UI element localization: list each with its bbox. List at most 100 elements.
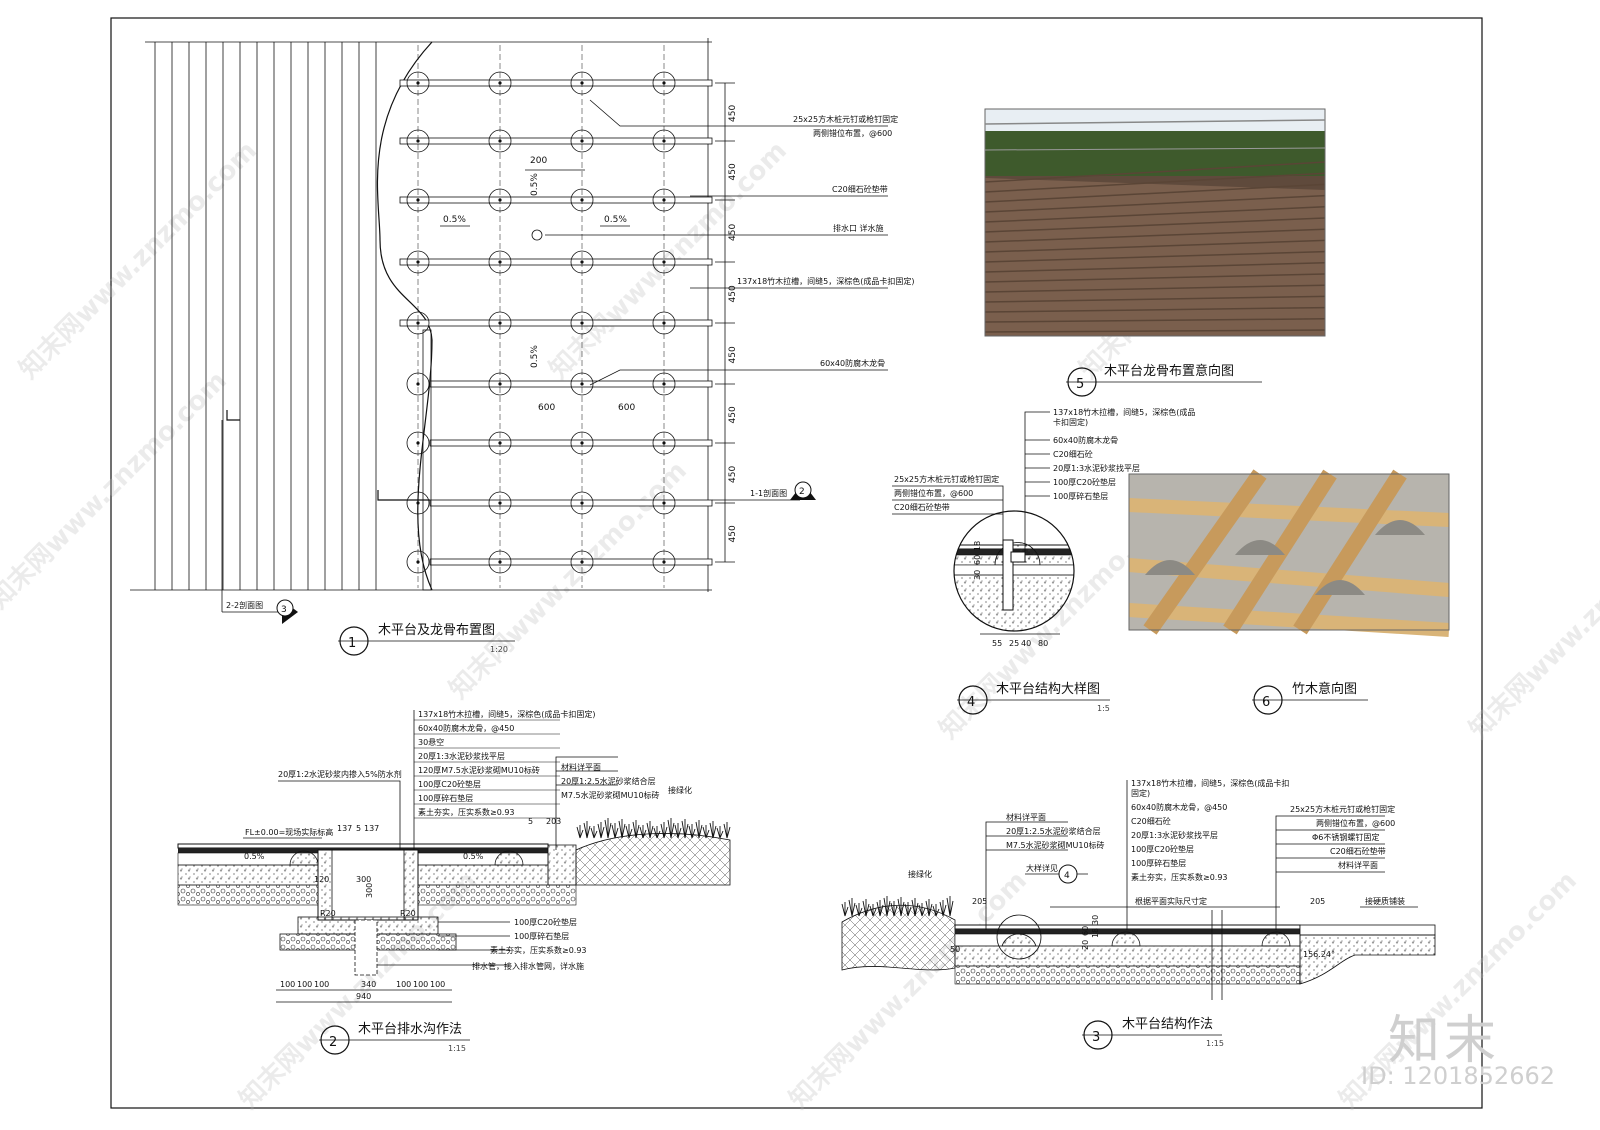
detail2-note: 排水管，接入排水管网，详水施 bbox=[472, 961, 584, 971]
detail2-dim: 100 bbox=[396, 980, 411, 989]
detail-structure-3: 137x18竹木拉槽，间缝5，深棕色(成品卡扣 固定) 60x40防腐木龙骨，@… bbox=[841, 778, 1436, 1050]
drawing-number: 1 bbox=[348, 636, 356, 651]
slope-label: 0.5% bbox=[463, 852, 484, 861]
photo-deck-intent: 5 木平台龙骨布置意向图 bbox=[984, 108, 1326, 397]
detail3-note: 两侧错位布置，@600 bbox=[1316, 818, 1395, 828]
brand-watermark: 知末 bbox=[1387, 1011, 1500, 1071]
detail3-dim: 205 bbox=[1310, 897, 1325, 906]
grass-symbol bbox=[841, 896, 954, 917]
detail2-dim: 340 bbox=[361, 980, 376, 989]
detail2-dim: 100 bbox=[314, 980, 329, 989]
detail2-dim: 5 bbox=[356, 824, 361, 833]
detail-drain-2: 137x18竹木拉槽，间缝5，深棕色(成品卡扣固定) 60x40防腐木龙骨，@4… bbox=[177, 709, 731, 1055]
detail4-dim: 30 bbox=[973, 570, 982, 580]
drawing-number: 3 bbox=[1092, 1030, 1100, 1045]
detail3-note: 20厚1:3水泥砂浆找平层 bbox=[1131, 830, 1218, 840]
plan-dim: 450 bbox=[728, 406, 738, 423]
detail3-note: 接绿化 bbox=[908, 869, 932, 879]
detail4-note: 100厚碎石垫层 bbox=[1053, 491, 1108, 501]
drawing-number: 2 bbox=[329, 1035, 337, 1050]
plan-dim: 450 bbox=[728, 224, 738, 241]
slope-label: 0.5% bbox=[530, 173, 540, 196]
drawing-title: 木平台结构作法 bbox=[1122, 1017, 1213, 1032]
section-cut-number: 2 bbox=[799, 487, 805, 497]
photo-bamboo-intent: 6 竹木意向图 bbox=[1128, 469, 1450, 715]
decking-boards bbox=[154, 42, 377, 590]
drawing-scale: 1:20 bbox=[490, 645, 508, 654]
detail2-dim: 137 bbox=[364, 824, 379, 833]
detail2-dim: 137 bbox=[337, 824, 352, 833]
image-id: ID: 1201852662 bbox=[1361, 1062, 1555, 1090]
joist-grid bbox=[399, 45, 713, 591]
sheet-border bbox=[110, 17, 1483, 1109]
drawing-title: 木平台及龙骨布置图 bbox=[378, 623, 495, 638]
slope-label: 0.5% bbox=[244, 852, 265, 861]
detail2-dim: 100 bbox=[413, 980, 428, 989]
dim-600: 600 bbox=[538, 403, 555, 413]
detail3-note: 接硬质铺装 bbox=[1365, 896, 1405, 906]
detail2-note: 素土夯实，压实系数≥0.93 bbox=[418, 807, 515, 817]
detail3-dim: 50 bbox=[950, 945, 960, 954]
detail3-note: 固定) bbox=[1131, 788, 1150, 798]
detail4-dim: 80 bbox=[1038, 639, 1048, 648]
plan-dim: 450 bbox=[728, 163, 738, 180]
detail2-dim: R20 bbox=[320, 909, 336, 918]
plan-note: 两侧错位布置，@600 bbox=[813, 128, 892, 138]
detail2-note: 30悬空 bbox=[418, 737, 444, 747]
detail4-note: 25x25方木桩元钉或枪钉固定 bbox=[894, 474, 999, 484]
detail3-note: M7.5水泥砂浆砌MU10标砖 bbox=[1006, 840, 1105, 850]
fl-label: FL±0.00=现场实际标高 bbox=[245, 827, 333, 837]
dim-200: 200 bbox=[530, 156, 547, 166]
section-cut-label: 1-1剖面图 bbox=[750, 488, 787, 498]
drawing-title: 木平台排水沟作法 bbox=[358, 1022, 462, 1037]
section-cut-number: 3 bbox=[281, 605, 287, 615]
detail3-ref-number: 4 bbox=[1064, 871, 1070, 881]
detail2-note: 20厚1:3水泥砂浆找平层 bbox=[418, 751, 505, 761]
detail2-note: 60x40防腐木龙骨，@450 bbox=[418, 723, 514, 733]
detail3-dim: 18 bbox=[1091, 928, 1100, 938]
drawing-title: 木平台龙骨布置意向图 bbox=[1104, 363, 1234, 379]
detail3-note: 材料详平面 bbox=[1338, 860, 1378, 870]
detail3-note: 材料详平面 bbox=[1006, 812, 1046, 822]
detail3-angle: 156.24° bbox=[1303, 950, 1335, 959]
detail4-note: 60x40防腐木龙骨 bbox=[1053, 435, 1118, 445]
detail3-note: 20厚1:2.5水泥砂浆结合层 bbox=[1006, 826, 1101, 836]
plan-dim: 450 bbox=[728, 346, 738, 363]
slope-label: 0.5% bbox=[530, 345, 540, 368]
dim-600: 600 bbox=[618, 403, 635, 413]
plan-dim: 450 bbox=[728, 285, 738, 302]
detail3-dim: 205 bbox=[972, 897, 987, 906]
drawing-scale: 1:15 bbox=[1206, 1039, 1224, 1048]
detail2-dim: 203 bbox=[546, 817, 561, 826]
detail2-dim: 300 bbox=[365, 883, 374, 898]
detail2-note: 120厚M7.5水泥砂浆砌MU10标砖 bbox=[418, 765, 540, 775]
detail4-dim: 60 bbox=[973, 555, 982, 565]
drawing-number: 6 bbox=[1262, 695, 1270, 710]
detail2-note: 接绿化 bbox=[668, 785, 692, 795]
detail2-note: 素土夯实，压实系数≥0.93 bbox=[490, 945, 587, 955]
plan-dim: 450 bbox=[728, 525, 738, 542]
drain-outlet bbox=[531, 229, 543, 241]
drawing-scale: 1:5 bbox=[1097, 704, 1110, 713]
detail4-note: C20细石砼 bbox=[1053, 449, 1093, 459]
detail2-dim: R20 bbox=[400, 909, 416, 918]
slope-label: 0.5% bbox=[443, 215, 466, 225]
detail3-note: 100厚C20砼垫层 bbox=[1131, 844, 1194, 854]
detail2-note: 20厚1:2.5水泥砂浆结合层 bbox=[561, 776, 656, 786]
detail4-note: C20细石砼垫带 bbox=[894, 502, 950, 512]
detail2-dim: 100 bbox=[280, 980, 295, 989]
detail3-note: 100厚碎石垫层 bbox=[1131, 858, 1186, 868]
detail2-dim: 940 bbox=[356, 992, 371, 1001]
detail4-note: 100厚C20砼垫层 bbox=[1053, 477, 1116, 487]
plan-note: 60x40防腐木龙骨 bbox=[820, 358, 885, 368]
drawing-number: 4 bbox=[967, 695, 975, 710]
watermark-text: 知末网www.znzmo.com bbox=[14, 136, 263, 385]
detail4-dim: 18 bbox=[973, 541, 982, 551]
detail2-note: M7.5水泥砂浆砌MU10标砖 bbox=[561, 790, 660, 800]
plan-dim: 450 bbox=[728, 466, 738, 483]
plan-note: 25x25方木桩元钉或枪钉固定 bbox=[793, 114, 898, 124]
detail3-dim: 60 bbox=[1081, 926, 1090, 936]
plan-note: 137x18竹木拉槽，间缝5，深棕色(成品卡扣固定) bbox=[737, 276, 915, 286]
